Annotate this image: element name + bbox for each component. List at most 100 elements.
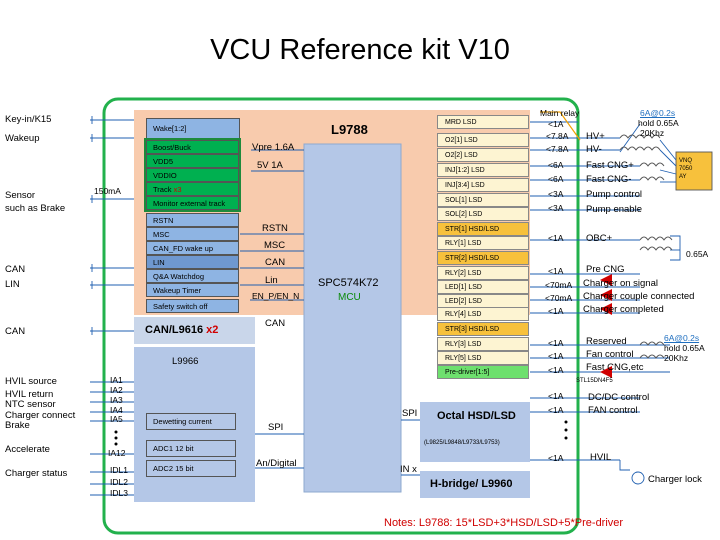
pwm2: 6A@0.2s bbox=[664, 333, 700, 343]
load-fan: FAN control bbox=[588, 405, 638, 416]
hbridge-name: H-bridge/ L9960 bbox=[430, 478, 513, 490]
label-can: CAN bbox=[5, 264, 26, 275]
out-rly2: RLY[2] LSD bbox=[437, 266, 529, 280]
cur-0: <1A bbox=[548, 119, 564, 129]
sig-can2: CAN bbox=[265, 318, 286, 329]
cur-7: <1A bbox=[548, 233, 564, 243]
freq2: 20Khz bbox=[664, 353, 689, 363]
item-dewetting: Dewetting current bbox=[146, 413, 236, 430]
cur-6: <3A bbox=[548, 203, 564, 213]
cur-2: <7.8A bbox=[546, 144, 569, 154]
label-charger-status: Charger status bbox=[5, 468, 68, 479]
label-can2: CAN bbox=[5, 326, 26, 337]
item-adc2: ADC2 15 bit bbox=[146, 460, 236, 477]
page-title: VCU Reference kit V10 bbox=[210, 34, 510, 66]
out-sol1: SOL[1] LSD bbox=[437, 193, 529, 207]
sig-msc: MSC bbox=[264, 240, 286, 251]
pwm1: 6A@0.2s bbox=[640, 108, 676, 118]
load-hvil: HVIL bbox=[590, 452, 612, 463]
item-lin: LIN bbox=[146, 255, 239, 269]
item-can-fd: CAN_FD wake up bbox=[146, 241, 239, 255]
pin-ia3: IA3 bbox=[110, 395, 123, 405]
out-str1: STR[1] HSD/LSD bbox=[437, 222, 529, 236]
label-lin: LIN bbox=[5, 279, 20, 290]
out-rly4: RLY[4] LSD bbox=[437, 307, 529, 321]
label-accelerate: Accelerate bbox=[5, 444, 50, 455]
can-chip-box bbox=[134, 317, 255, 344]
load-charger-lock: Charger lock bbox=[648, 474, 702, 485]
item-rstn: RSTN bbox=[146, 213, 239, 227]
item-msc: MSC bbox=[146, 227, 239, 241]
mcu-name: SPC574K72 bbox=[318, 277, 379, 289]
l9788-title: L9788 bbox=[331, 122, 368, 137]
mcu-label: MCU bbox=[338, 292, 361, 303]
sig-vpre: Vpre 1.6A bbox=[252, 142, 295, 153]
load-fast-cng-plus: Fast CNG+ bbox=[586, 160, 634, 171]
load-fan-control: Fan control bbox=[586, 349, 634, 360]
load-hv-plus: HV+ bbox=[586, 131, 605, 142]
label-main-relay: Main relay bbox=[540, 108, 580, 118]
load-fast-cng-minus: Fast CNG- bbox=[586, 174, 632, 185]
cur-10: <70mA bbox=[545, 293, 573, 303]
pin-idl3: IDL3 bbox=[110, 488, 128, 498]
sig-5v: 5V 1A bbox=[257, 160, 283, 171]
out-mrd: MRD LSD bbox=[437, 115, 529, 129]
pin-idl1: IDL1 bbox=[110, 465, 128, 475]
pin-ia1: IA1 bbox=[110, 375, 123, 385]
load-obc: OBC+ bbox=[586, 233, 613, 244]
vnq-2: 7050 bbox=[679, 166, 693, 172]
cur-9: <70mA bbox=[545, 280, 573, 290]
label-hvil-return: HVIL return bbox=[5, 389, 54, 400]
sig-an-digital: An/Digital bbox=[256, 458, 297, 469]
pin-ia4: IA4 bbox=[110, 405, 123, 415]
sig-inx: IN x bbox=[400, 464, 417, 475]
load-charger-on: Charger on signal bbox=[583, 278, 658, 289]
label-hvil-source: HVIL source bbox=[5, 376, 57, 387]
cur-3: <6A bbox=[548, 160, 564, 170]
out-o2-2: O2[2] LSD bbox=[437, 148, 529, 162]
notes: Notes: L9788: 15*LSD+3*HSD/LSD+5*Pre-dri… bbox=[384, 517, 624, 529]
label-wakeup: Wakeup bbox=[5, 133, 40, 144]
item-boost: Boost/Buck bbox=[146, 140, 239, 154]
out-predriver: Pre-driver[1:5] bbox=[437, 365, 529, 379]
l9966-name: L9966 bbox=[172, 356, 199, 367]
sig-rstn: RSTN bbox=[262, 223, 288, 234]
item-adc1: ADC1 12 bit bbox=[146, 440, 236, 457]
cur-16: <1A bbox=[548, 405, 564, 415]
item-vdd5: VDD5 bbox=[146, 154, 239, 168]
hbridge-box bbox=[420, 471, 530, 498]
pin-ia5: IA5 bbox=[110, 414, 123, 424]
out-inj12: INJ[1:2] LSD bbox=[437, 163, 529, 177]
cur-12: <1A bbox=[548, 338, 564, 348]
load-hv-minus: HV- bbox=[586, 144, 602, 155]
sig-lin: Lin bbox=[265, 275, 278, 286]
octal-parts: (L9825/L9848/L9733/L9753) bbox=[424, 440, 500, 446]
load-pump-enable: Pump enable bbox=[586, 204, 642, 215]
coil-current: 0.65A bbox=[686, 249, 709, 259]
mcu-box bbox=[303, 143, 402, 493]
item-wakeup-timer: Wakeup Timer bbox=[146, 283, 239, 297]
sig-en: EN_P/EN_N bbox=[252, 291, 300, 301]
load-pre-cng: Pre CNG bbox=[586, 264, 625, 275]
cur-5: <3A bbox=[548, 189, 564, 199]
item-monitor: Monitor external track bbox=[146, 196, 239, 210]
label-charger-connect: Charger connect bbox=[5, 410, 76, 421]
octal-name: Octal HSD/LSD bbox=[437, 410, 516, 422]
item-watchdog: Q&A Watchdog bbox=[146, 269, 239, 283]
item-wake: Wake[1:2] bbox=[146, 118, 240, 139]
pin-ia2: IA2 bbox=[110, 385, 123, 395]
item-safety-switch: Safety switch off bbox=[146, 299, 239, 313]
out-led2: LED[2] LSD bbox=[437, 294, 529, 308]
cur-8: <1A bbox=[548, 266, 564, 276]
mosfet: STL15DN4F5 bbox=[576, 378, 613, 384]
out-o2-1: O2[1] LSD bbox=[437, 133, 529, 147]
cur-13: <1A bbox=[548, 351, 564, 361]
cur-17: <1A bbox=[548, 453, 564, 463]
vnq-1: VNQ bbox=[679, 158, 693, 164]
sig-can: CAN bbox=[265, 257, 286, 268]
freq1: 20Khz bbox=[640, 128, 665, 138]
hold2: hold 0.65A bbox=[664, 343, 705, 353]
out-rly5: RLY[5] LSD bbox=[437, 351, 529, 365]
label-sensor: Sensor bbox=[5, 190, 36, 201]
load-charger-couple: Charger couple connected bbox=[583, 291, 695, 302]
